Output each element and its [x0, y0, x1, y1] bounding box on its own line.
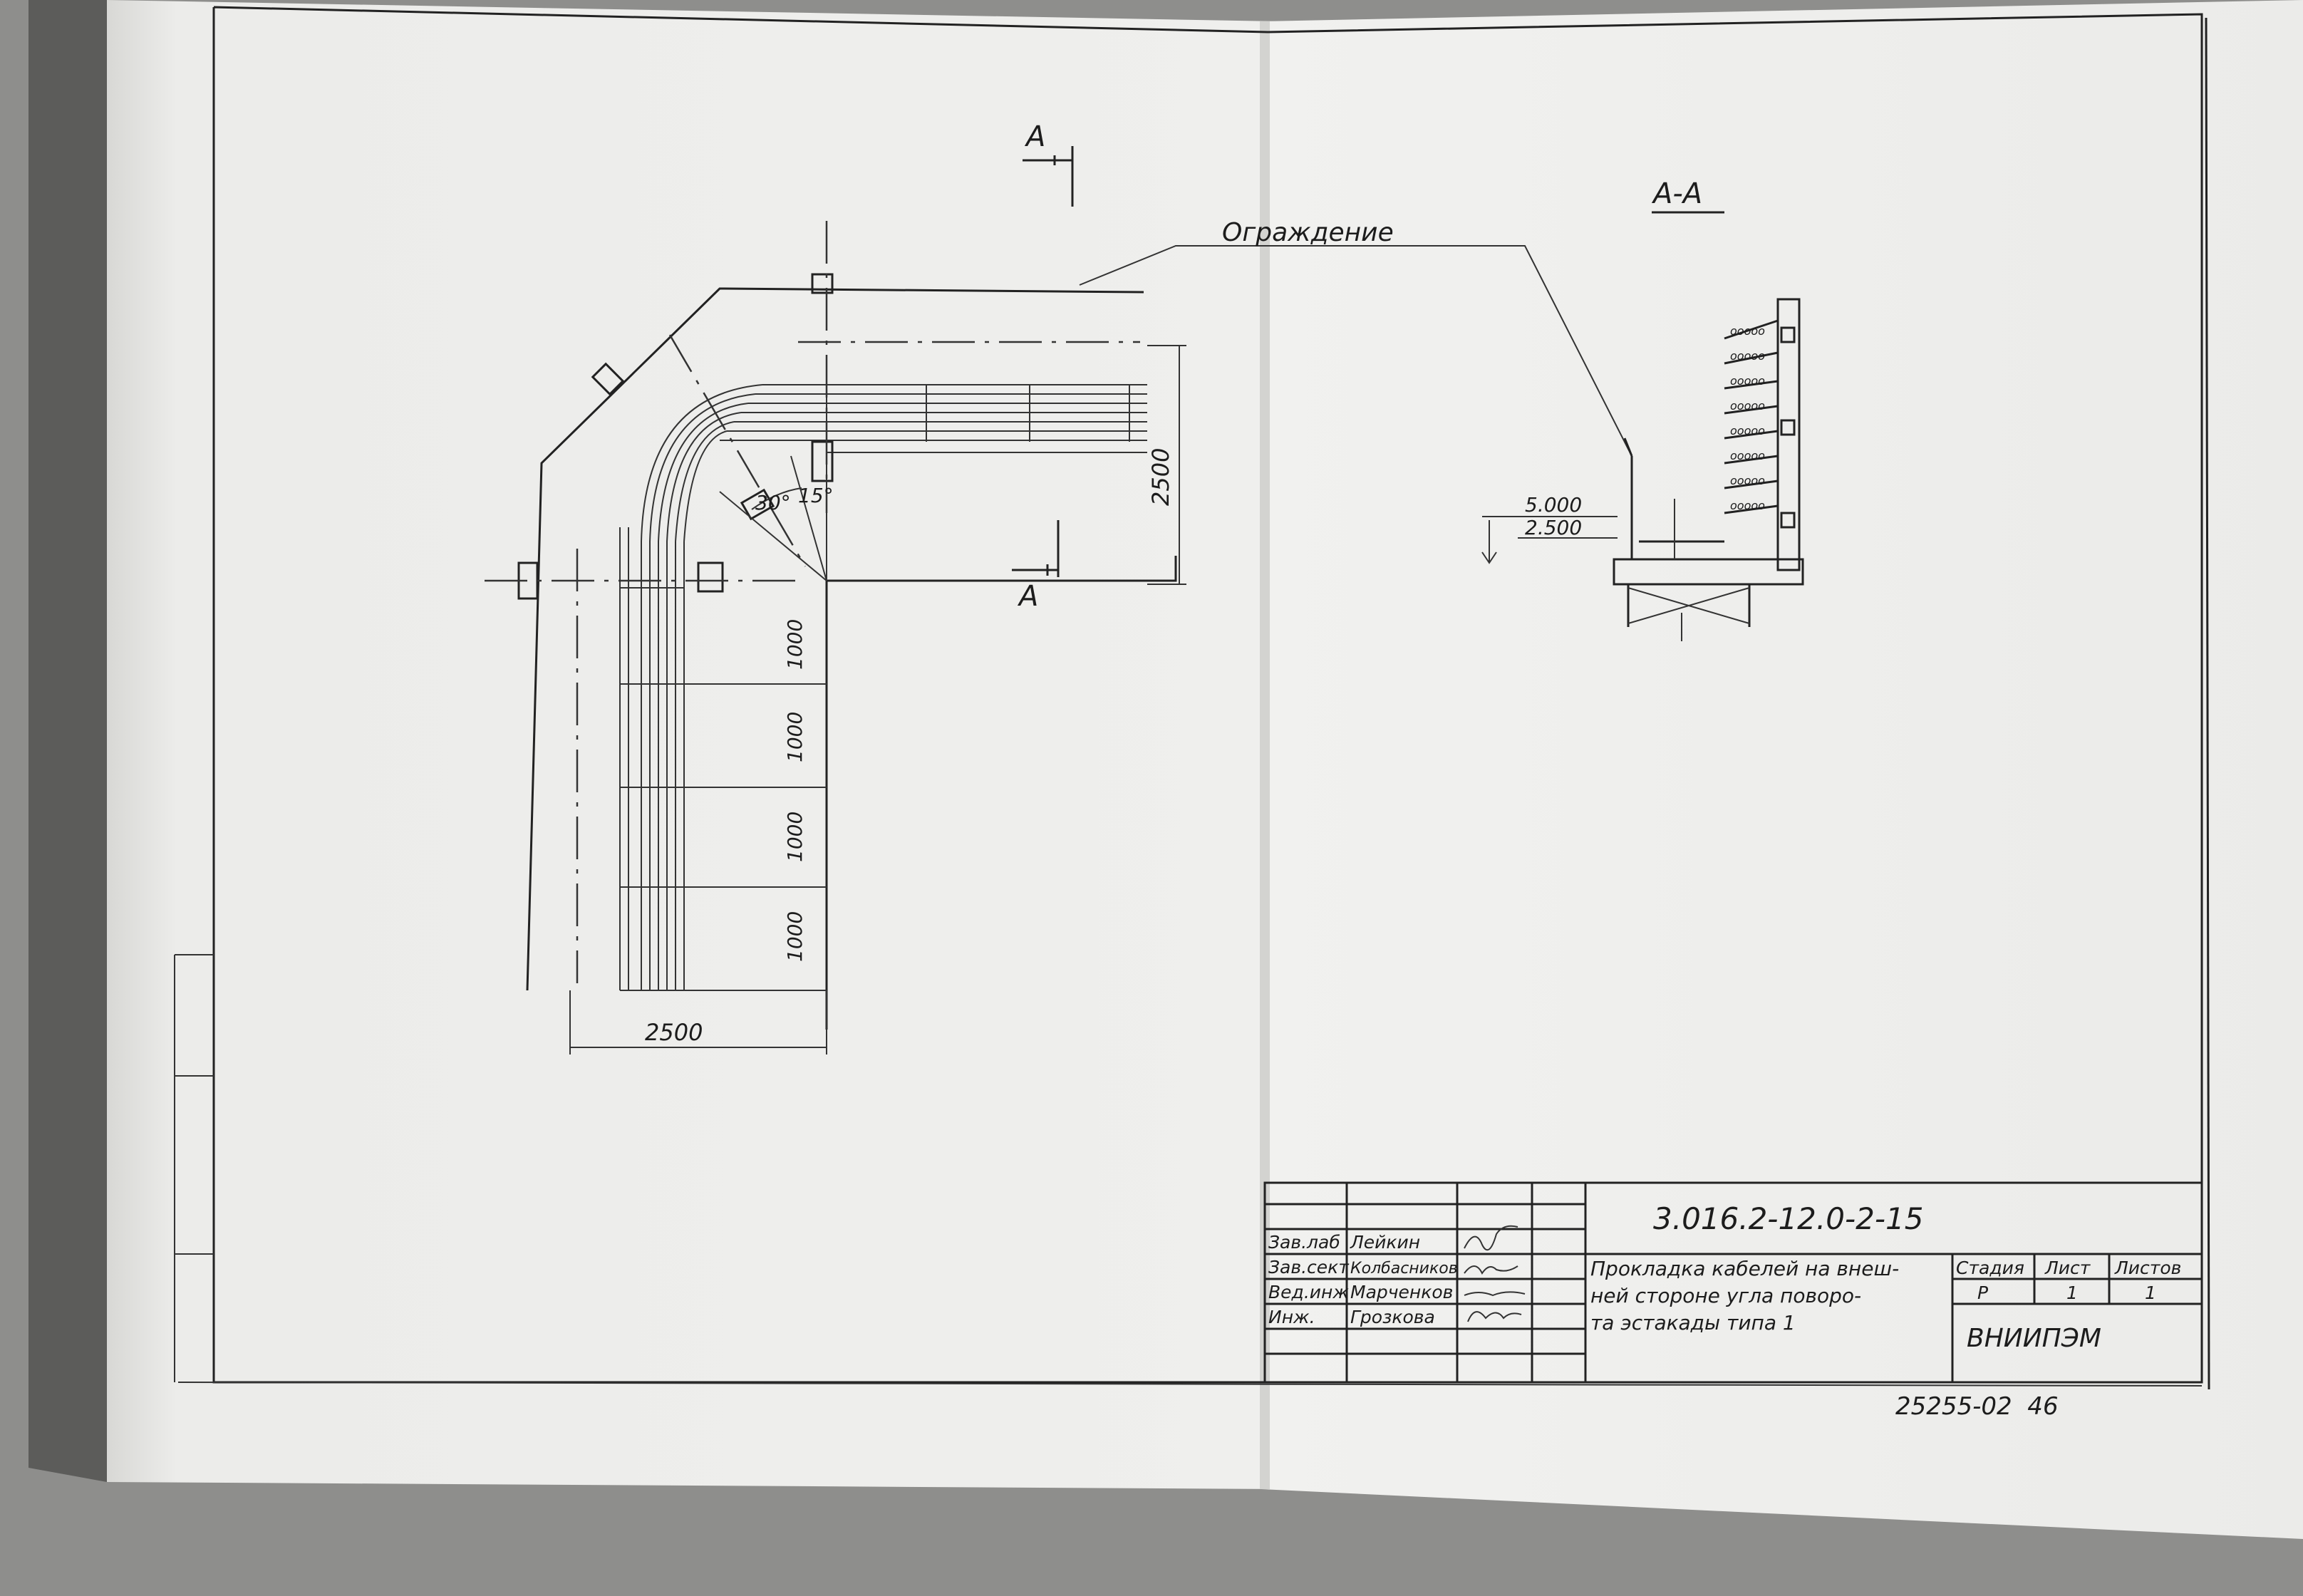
fence-label: Ограждение	[1222, 218, 1394, 247]
span-label-1: 1000	[783, 619, 807, 670]
name-1: Лейкин	[1350, 1232, 1420, 1253]
center-lines	[485, 221, 1140, 983]
fence-outline	[526, 287, 1144, 991]
name-2: Колбасников	[1350, 1260, 1458, 1278]
span-label-3: 1000	[783, 812, 807, 862]
signatures	[1464, 1225, 1526, 1322]
name-3: Марченков	[1350, 1282, 1453, 1302]
angle-15-label: 15°	[798, 484, 834, 507]
role-2: Зав.сект	[1268, 1257, 1350, 1278]
role-3: Вед.инж	[1268, 1282, 1349, 1302]
sheets-value: 1	[2145, 1282, 2156, 1303]
cable-tray-vertical	[619, 527, 827, 991]
svg-text:ooooo: ooooo	[1730, 374, 1765, 388]
organization: ВНИИПЭМ	[1967, 1324, 2101, 1353]
svg-text:ooooo: ooooo	[1730, 499, 1765, 512]
elevation-bottom-label: 2.500	[1525, 516, 1582, 539]
elevation-marks: 5.000 2.500	[1481, 493, 1618, 564]
radius-dimension-label: 2500	[1147, 448, 1174, 506]
role-4: Инж.	[1268, 1307, 1315, 1327]
bottom-dimension-label: 2500	[645, 1019, 703, 1046]
description-line-2: ней стороне угла поворо-	[1590, 1284, 1861, 1307]
section-mark-top: А	[1023, 120, 1074, 207]
stage-value: Р	[1977, 1282, 1989, 1303]
section-label-bottom: А	[1017, 580, 1038, 613]
sheet-header: Лист	[2044, 1258, 2091, 1278]
description-line-1: Прокладка кабелей на внеш-	[1590, 1257, 1899, 1280]
angle-30-label: 30°	[755, 491, 791, 514]
section-title: А-А	[1651, 177, 1702, 210]
elevation-top-label: 5.000	[1525, 493, 1582, 517]
svg-text:ooooo: ooooo	[1730, 474, 1765, 487]
svg-text:ooooo: ooooo	[1730, 399, 1765, 413]
svg-text:ooooo: ooooo	[1730, 424, 1765, 437]
cable-tray-bend	[641, 384, 763, 542]
section-label-top: А	[1024, 120, 1045, 153]
supports	[517, 273, 834, 600]
fence-leader: Ограждение	[1079, 218, 1632, 457]
span-label-4: 1000	[783, 911, 807, 962]
svg-text:ooooo: ooooo	[1730, 349, 1765, 363]
span-label-2: 1000	[783, 712, 807, 762]
document-code: 3.016.2-12.0-2-15	[1653, 1201, 1923, 1236]
bottom-dimension: 2500	[569, 990, 827, 1054]
plan-view: А А	[485, 120, 1632, 1054]
role-1: Зав.лаб	[1268, 1232, 1340, 1253]
sheet-value: 1	[2066, 1282, 2078, 1303]
sheets-header: Листов	[2114, 1258, 2181, 1278]
section-a-a: А-А ooooo ooooo ooooo ooooo ooooo ooooo …	[1481, 177, 1804, 641]
radius-dimension: 2500	[1147, 345, 1186, 585]
stage-header: Стадия	[1956, 1258, 2024, 1278]
archive-number: 25255-02 46	[1895, 1392, 2059, 1421]
svg-text:ooooo: ooooo	[1730, 324, 1765, 338]
angle-rays: 30° 15°	[719, 455, 834, 581]
trestle-edge	[827, 556, 1177, 582]
span-dimensions: 1000 1000 1000 1000	[783, 619, 807, 962]
cable-shelves: ooooo ooooo ooooo ooooo ooooo ooooo oooo…	[1724, 319, 1779, 514]
name-4: Грозкова	[1350, 1307, 1435, 1327]
title-block: 3.016.2-12.0-2-15 Зав.лаб Зав.сект Вед.и…	[1263, 1181, 2203, 1384]
drawing-frame	[174, 6, 2210, 1390]
svg-text:ooooo: ooooo	[1730, 449, 1765, 462]
description-line-3: та эстакады типа 1	[1590, 1311, 1796, 1335]
section-mark-bottom: А	[1012, 520, 1060, 613]
